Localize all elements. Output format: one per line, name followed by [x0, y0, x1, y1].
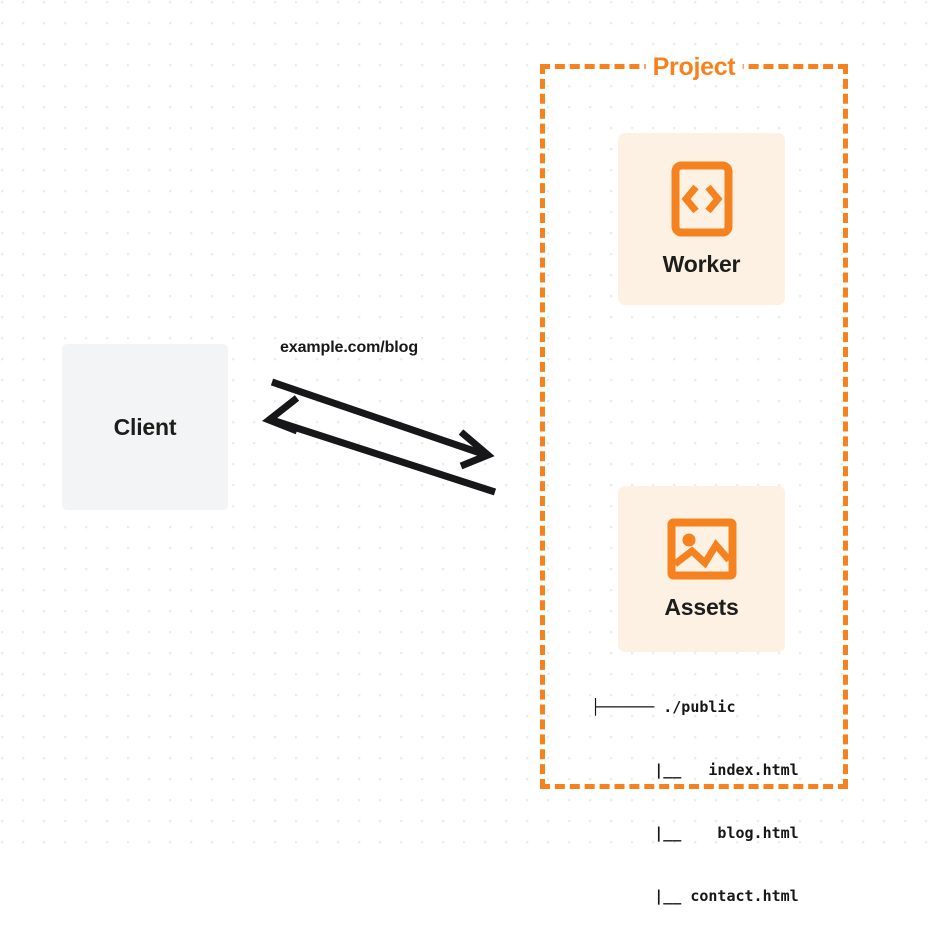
assets-label: Assets [664, 593, 739, 620]
request-arrow-right [270, 378, 495, 470]
response-arrow-left [262, 395, 497, 496]
file-tree-row: ├────── ./public [591, 698, 736, 716]
connection-label: example.com/blog [280, 339, 418, 356]
worker-label: Worker [662, 250, 741, 277]
code-brackets-icon [671, 161, 733, 237]
assets-node[interactable]: Assets [618, 486, 785, 652]
project-title: Project [645, 53, 743, 82]
image-icon [667, 518, 737, 580]
diagram-canvas: Client example.com/blog Project [0, 0, 938, 905]
connection-arrows [262, 378, 497, 496]
file-tree-row: |__ blog.html [591, 824, 799, 842]
assets-file-tree: ├────── ./public |__ index.html |__ blog… [591, 655, 799, 949]
file-tree-row: |__ index.html [591, 761, 799, 779]
file-tree-row: |__ contact.html [591, 887, 799, 905]
project-container: Project Worker Assets [540, 53, 848, 905]
worker-node[interactable]: Worker [618, 133, 785, 305]
client-node: Client [62, 344, 228, 510]
client-label: Client [113, 413, 177, 440]
